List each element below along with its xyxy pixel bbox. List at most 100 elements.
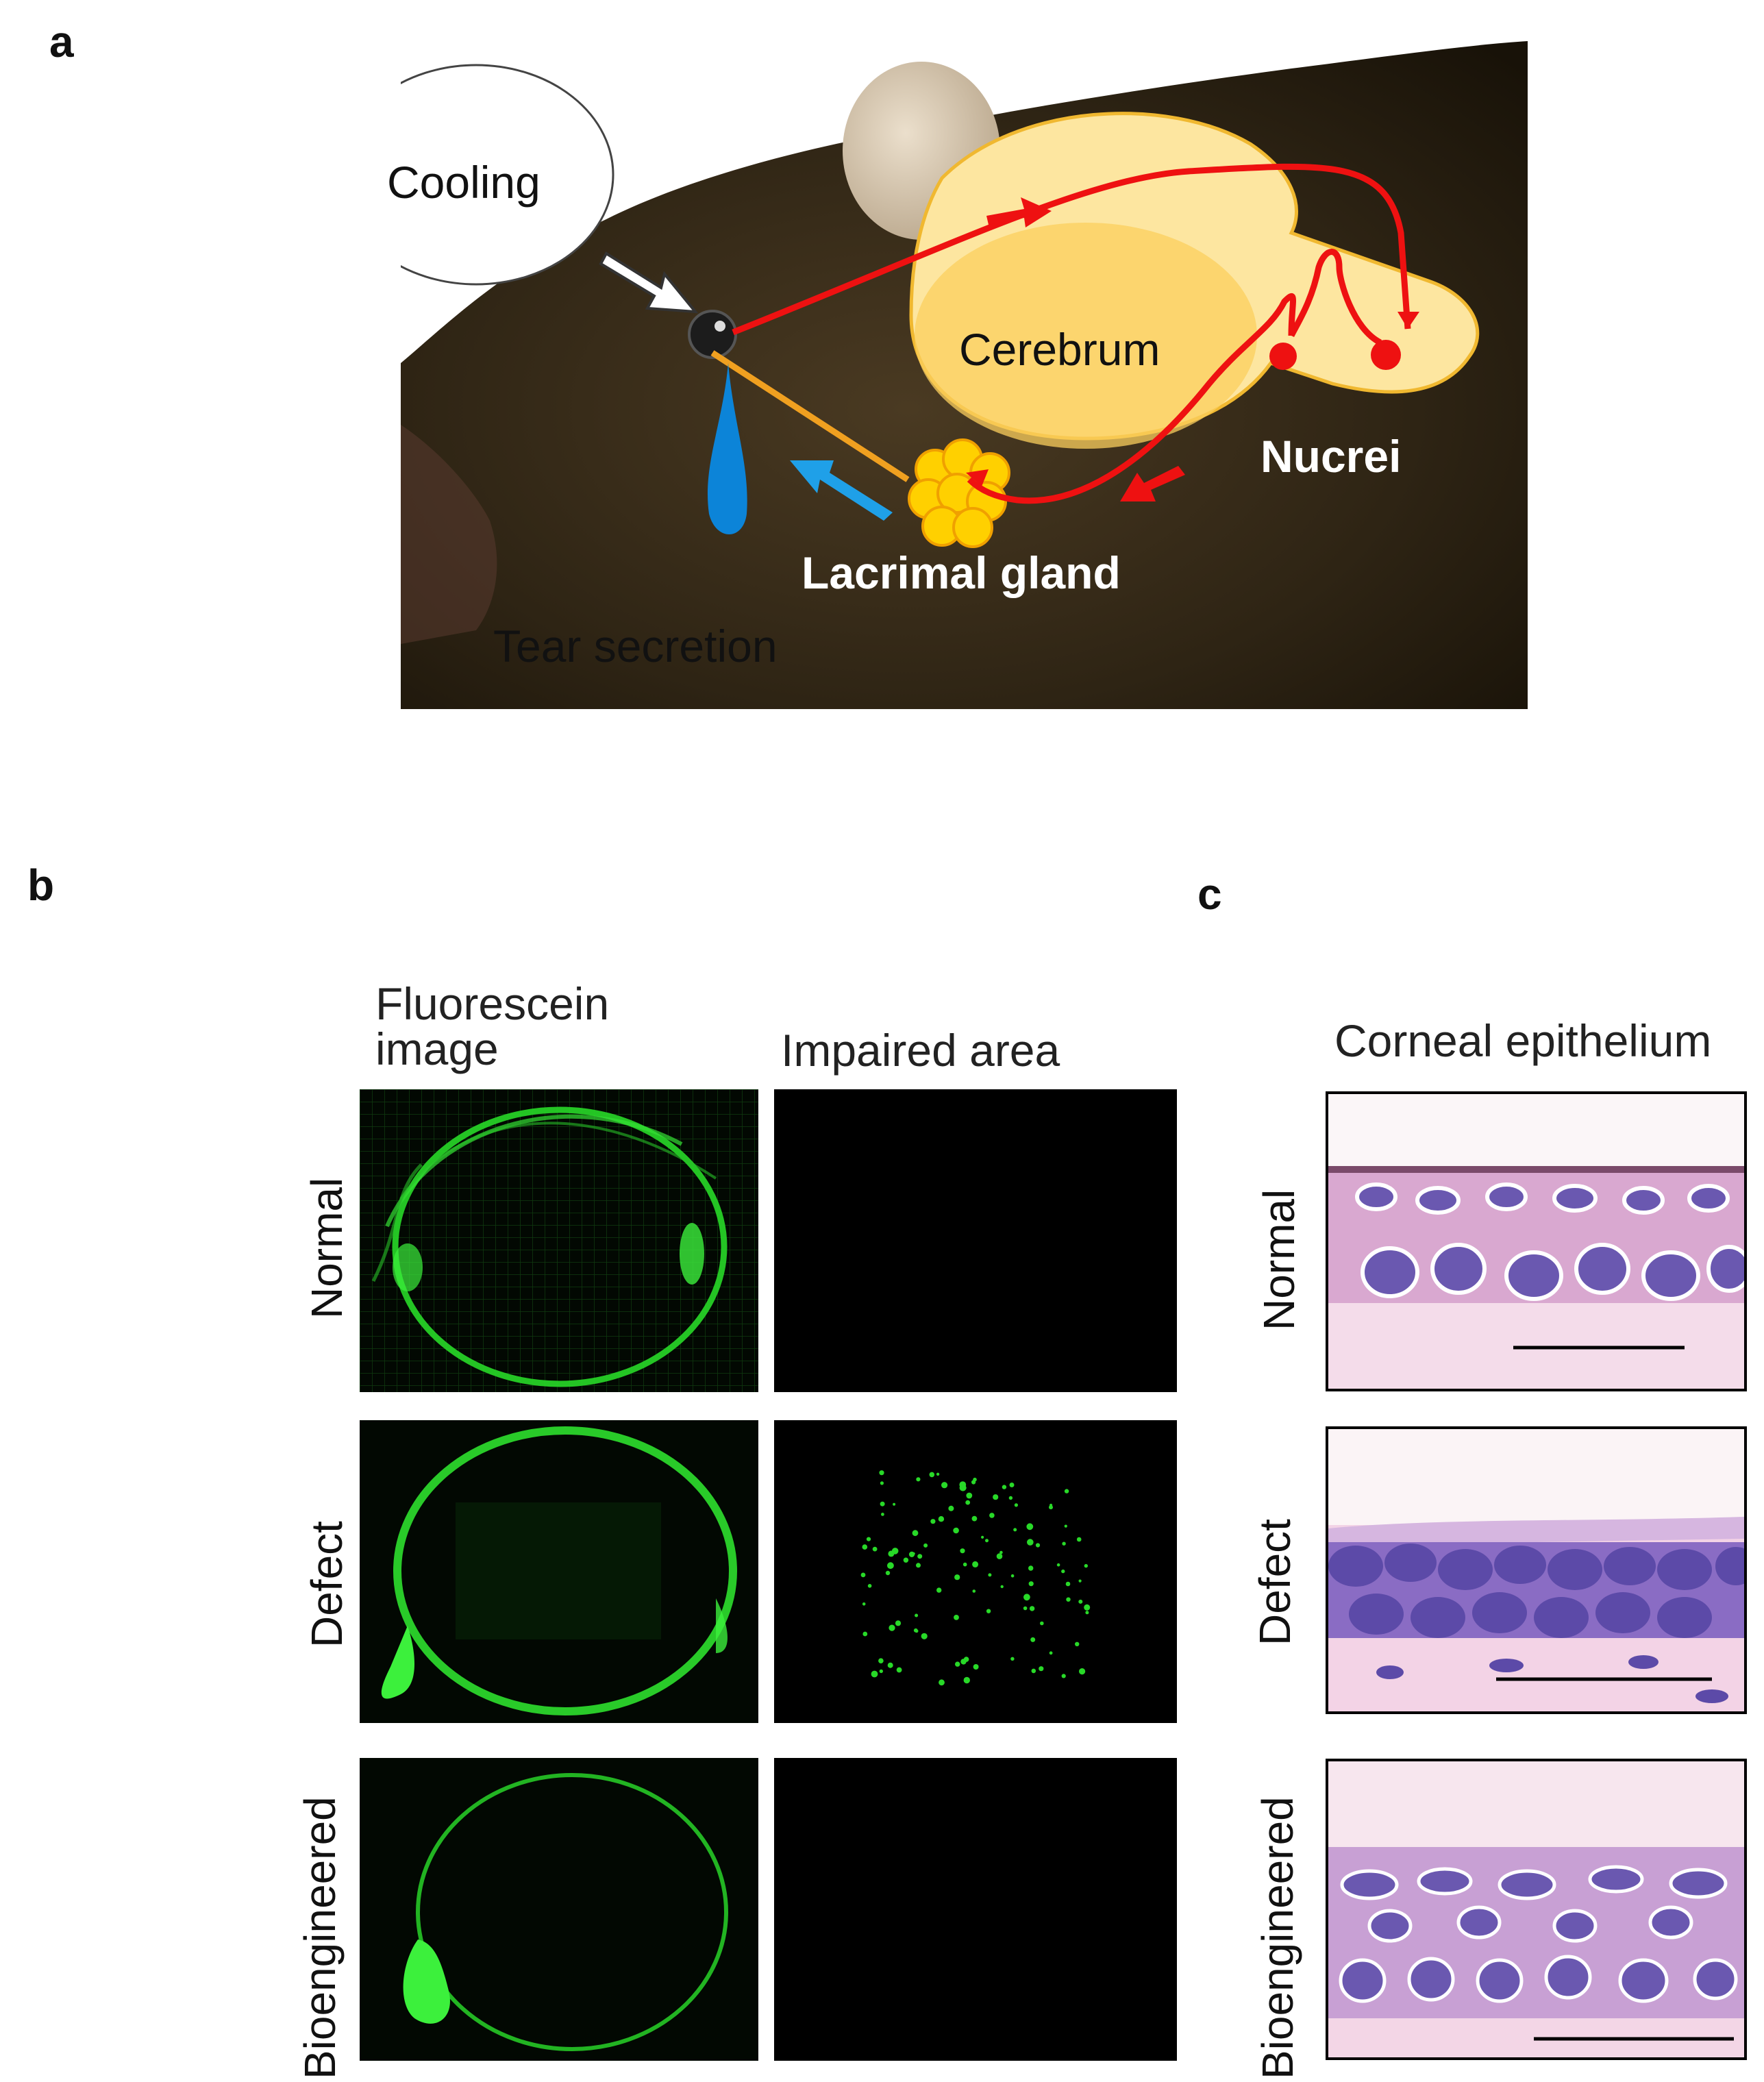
impaired-spot [1035,1543,1041,1548]
impaired-spot [1049,1651,1053,1655]
impaired-spot [1029,1606,1035,1611]
impaired-spot [1023,1594,1030,1601]
impaired-spot [989,1513,995,1518]
impaired-spot [912,1552,915,1555]
impaired-spot [1028,1581,1034,1587]
impaired-spot [879,1669,883,1674]
panel-c-row-label-bioengineered: Bioengineered [1253,1796,1302,2079]
label-lacrimal-gland: Lacrimal gland [802,547,1121,598]
impaired-spot [1023,1606,1028,1611]
impaired-spot [860,1572,866,1578]
label-tear-secretion: Tear secretion [493,621,778,671]
impaired-spot [891,1548,899,1554]
fluorescein-image-bioengineered [360,1758,758,2061]
impaired-spot [985,1539,989,1543]
impaired-spot [1010,1574,1015,1578]
impaired-spot [872,1546,878,1552]
lacrimal-gland-shape [908,438,1010,548]
impaired-spot [885,1570,891,1576]
impaired-spot [862,1544,868,1550]
impaired-spot [941,1482,948,1489]
impaired-spot [1064,1524,1067,1528]
impaired-area-image-bioengineered [774,1758,1177,2061]
impaired-spot [871,1670,878,1678]
panel-c-col-header: Corneal epithelium [1334,1015,1712,1066]
impaired-spot [1078,1579,1082,1583]
impaired-spot [981,1535,984,1539]
impaired-spot [948,1505,954,1511]
impaired-spot [1066,1597,1071,1602]
impaired-spot [893,1502,896,1506]
impaired-spot [972,1589,976,1593]
impaired-spot [930,1519,936,1524]
impaired-spot [1030,1637,1036,1642]
impaired-spot [999,1550,1003,1554]
impaired-spot [916,1563,921,1568]
impaired-spot [1049,1505,1053,1510]
impaired-spot [1062,1541,1066,1546]
impaired-spot [1064,1489,1069,1494]
panel-a-illustration [401,41,1528,709]
impaired-spot [955,1661,960,1667]
impaired-spot [1002,1485,1007,1489]
impaired-spot [960,1548,965,1554]
impaired-spot [1039,1666,1044,1672]
outflow-arrow [790,460,893,521]
col-header-line: image [375,1024,499,1074]
panel-c-row-label-defect: Defect [1250,1519,1300,1646]
histology-image-bioengineered [1326,1759,1747,2060]
impaired-spot [1065,1581,1071,1587]
impaired-spot [1008,1496,1013,1500]
impaired-spot [1084,1604,1091,1611]
impaired-spot [1028,1565,1034,1571]
impaired-area-image-defect [774,1420,1177,1723]
impaired-spot [916,1477,921,1482]
impaired-spot [887,1662,893,1668]
impaired-spot [1000,1585,1004,1589]
impaired-spot [923,1543,928,1548]
impaired-spot [879,1470,884,1476]
panel-b-letter: b [27,860,55,910]
impaired-spot [954,1615,959,1620]
impaired-spot [988,1573,992,1577]
cooling-bubble [401,64,614,286]
impaired-spot [1013,1528,1017,1532]
impaired-spot [903,1557,909,1563]
impaired-spot [913,1628,918,1633]
impaired-spot [960,1659,967,1665]
impaired-spot [917,1554,923,1559]
impaired-spot [889,1624,895,1631]
panel-c-letter: c [1197,869,1222,919]
impaired-spot [912,1530,919,1537]
impaired-spot [867,1584,872,1588]
impaired-spot [866,1537,871,1541]
impaired-spot [966,1492,973,1499]
impaired-spot [915,1613,919,1618]
impaired-spot [1014,1503,1018,1507]
tear-drop [707,363,747,534]
impaired-spot [1056,1563,1060,1567]
label-cerebrum: Cerebrum [959,324,1160,375]
eye [688,310,737,359]
impaired-spot [1061,1674,1066,1678]
cooling-arrow [599,251,699,314]
impaired-spot [921,1633,928,1639]
impaired-area-image-normal [774,1089,1177,1392]
impaired-spot [936,1587,942,1593]
impaired-spot [1031,1668,1036,1674]
impaired-spot [1040,1621,1044,1626]
fluorescein-image-defect [360,1420,758,1723]
impaired-spot [1009,1483,1015,1487]
impaired-spot [1076,1537,1082,1542]
impaired-spot [965,1500,971,1505]
impaired-spot [887,1562,894,1570]
impaired-spot [1061,1569,1065,1574]
impaired-spot [1079,1668,1086,1675]
panel-b-row-label-bioengineered: Bioengineered [295,1796,345,2079]
impaired-spot [959,1481,967,1488]
panel-b-row-label-normal: Normal [302,1177,351,1319]
impaired-spot [881,1513,884,1516]
impaired-spot [1010,1657,1015,1661]
impaired-spot [862,1602,866,1606]
impaired-spot [1085,1611,1089,1615]
